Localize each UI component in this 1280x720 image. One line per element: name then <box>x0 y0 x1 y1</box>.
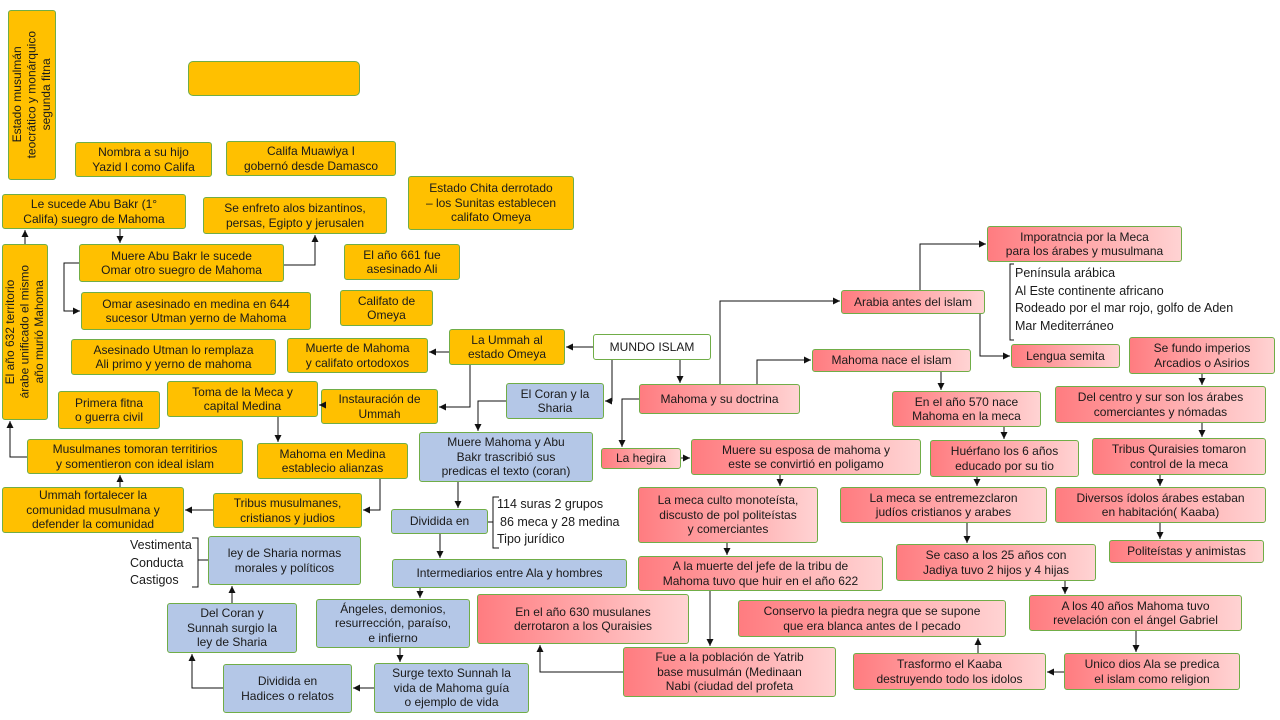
ley-sharia-node: ley de Sharia normas morales y políticos <box>208 536 361 585</box>
tribus-node: Tribus musulmanes, cristianos y judios <box>213 493 362 528</box>
arrow-yatrib-to-630 <box>536 645 623 673</box>
arrow-medina-to-tribus <box>363 479 381 514</box>
del-coran-node: Del Coran y Sunnah surgio la ley de Shar… <box>167 603 297 653</box>
bracket-geografia <box>1009 263 1014 341</box>
ano-570-node: En el año 570 nace Mahoma en la meca <box>892 391 1041 427</box>
geografia-list: Península arábica Al Este continente afr… <box>1015 265 1233 335</box>
arrow-center-to-coran <box>605 360 613 405</box>
lengua-node: Lengua semita <box>1011 344 1120 368</box>
hegira-node: La hegira <box>601 448 681 469</box>
ano-632-node: El año 632 territorio árabe unificado el… <box>2 244 48 420</box>
estado-chita-node: Estado Chita derrotado – los Sunitas est… <box>408 176 574 230</box>
sharia-list-item: Vestimenta <box>130 538 192 552</box>
sharia-list: Vestimenta Conducta Castigos <box>130 537 192 590</box>
unico-dios-node: Unico dios Ala se predica el islam como … <box>1064 653 1240 690</box>
mahoma-nace-node: Mahoma nace el islam <box>812 349 971 372</box>
jadiya-node: Se caso a los 25 años con Jadiya tuvo 2 … <box>896 544 1096 581</box>
abu-bakr-node: Le sucede Abu Bakr (1° Califa) suegro de… <box>2 194 186 229</box>
estado-musulman-node: Estado musulmán teocrático y monárquico … <box>8 10 56 180</box>
suras-list: 114 suras 2 grupos 86 meca y 28 medina T… <box>497 496 620 549</box>
muere-trascribio-node: Muere Mahoma y Abu Bakr trascribió sus p… <box>419 432 593 482</box>
muere-abu-bakr-node: Muere Abu Bakr le sucede Omar otro suegr… <box>79 244 284 282</box>
estado-musulman-text: Estado musulmán teocrático y monárquico … <box>10 31 54 159</box>
califa-muawiya-node: Califa Muawiya I gobernó desde Damasco <box>226 141 396 176</box>
arrow-doctrina-to-mahoma-nace <box>756 356 811 384</box>
arrow-arabia-to-lengua <box>979 314 1010 360</box>
kaaba-node: Trasformo el Kaaba destruyendo todo los … <box>853 653 1046 690</box>
omar-asesinado-node: Omar asesinado en medina en 644 sucesor … <box>81 292 311 330</box>
ummah-omeya-node: La Ummah al estado Omeya <box>449 329 565 365</box>
mahoma-medina-node: Mahoma en Medina establecio alianzas <box>257 443 408 479</box>
geografia-list-item: Rodeado por el mar rojo, golfo de Aden <box>1015 301 1234 315</box>
center-node: MUNDO ISLAM <box>593 334 711 360</box>
entremezclaron-node: La meca se entremezclaron judíos cristia… <box>840 487 1047 523</box>
arrow-doctrina-to-hegira <box>618 398 639 447</box>
sharia-list-item: Castigos <box>130 573 179 587</box>
arrow-muere-to-omar <box>63 262 80 315</box>
instauracion-node: Instauración de Ummah <box>321 389 438 424</box>
arrow-arabia-to-importancia <box>919 240 986 290</box>
arabia-node: Arabia antes del islam <box>841 290 985 314</box>
huir-622-node: A la muerte del jefe de la tribu de Maho… <box>638 556 883 591</box>
esposa-node: Muere su esposa de mahoma y este se conv… <box>691 439 921 475</box>
sharia-list-item: Conducta <box>130 555 184 570</box>
suras-list-item: Tipo jurídico <box>497 532 565 546</box>
yatrib-node: Fue a la población de Yatrib base musulm… <box>623 647 836 697</box>
intermediarios-node: Intermediarios entre Ala y hombres <box>392 559 627 588</box>
meca-culto-node: La meca culto monoteísta, discusto de po… <box>638 487 818 543</box>
idolos-node: Diversos ídolos árabes estaban en habita… <box>1055 487 1266 523</box>
arrow-tomoran-to-632 <box>6 421 27 458</box>
importancia-node: Imporatncia por la Meca para los árabes … <box>987 226 1182 262</box>
coran-sharia-node: El Coran y la Sharia <box>506 383 604 419</box>
arrow-muere-to-bizantinos <box>284 235 319 266</box>
arrow-coran-to-muere-trascribio <box>474 400 506 431</box>
centro-sur-node: Del centro y sur son los árabes comercia… <box>1055 386 1266 423</box>
ummah-fortalecer-node: Ummah fortalecer la comunidad musulmana … <box>2 487 184 533</box>
utman-node: Asesinado Utman lo remplaza Ali primo y … <box>71 339 276 375</box>
muerte-mahoma-node: Muerte de Mahoma y califato ortodoxos <box>287 338 428 373</box>
gabriel-node: A los 40 años Mahoma tuvo revelación con… <box>1029 595 1242 631</box>
suras-list-item: 114 suras 2 grupos <box>497 497 604 511</box>
empty-node <box>188 61 360 96</box>
nombra-yazid-node: Nombra a su hijo Yazid I como Califa <box>75 142 212 177</box>
toma-meca-node: Toma de la Meca y capital Medina <box>167 381 318 417</box>
dividida-node: Dividida en <box>391 509 488 534</box>
geografia-list-item: Mar Mediterráneo <box>1015 318 1114 333</box>
primera-fitna-node: Primera fitna o guerra civil <box>58 391 160 429</box>
ano-630-node: En el año 630 musulanes derrotaron a los… <box>477 594 689 644</box>
doctrina-node: Mahoma y su doctrina <box>639 384 800 414</box>
suras-list-item: 86 meca y 28 medina <box>500 514 620 529</box>
geografia-list-item: Península arábica <box>1015 266 1116 280</box>
arrow-ummah-to-instauracion <box>439 365 471 411</box>
piedra-negra-node: Conservo la piedra negra que se supone q… <box>738 600 1006 637</box>
geografia-list-item: Al Este continente africano <box>1015 283 1164 298</box>
bizantinos-node: Se enfreto alos bizantinos, persas, Egip… <box>203 197 387 234</box>
politeistas-node: Politeístas y animistas <box>1109 540 1264 563</box>
sunnah-node: Surge texto Sunnah la vida de Mahoma guí… <box>374 663 529 713</box>
quraisies-node: Tribus Quraisies tomaron control de la m… <box>1092 438 1266 475</box>
imperios-node: Se fundo imperios Arcadios o Asirios <box>1129 337 1275 374</box>
huerfano-node: Huérfano los 6 años educado por su tio <box>930 440 1079 477</box>
arrow-hadices-to-del-coran <box>188 654 223 689</box>
ano-632-text: El año 632 territorio árabe unificado el… <box>3 265 47 399</box>
angeles-node: Ángeles, demonios, resurrección, paraíso… <box>316 599 470 648</box>
bracket-sharia-list <box>192 537 199 588</box>
ali-661-node: El año 661 fue asesinado Ali <box>344 244 460 280</box>
hadices-node: Dividida en Hadices o relatos <box>223 664 352 713</box>
musulmanes-tomoran-node: Musulmanes tomoran territirios y somenti… <box>27 439 243 474</box>
califato-omeya-node: Califato de Omeya <box>340 290 433 326</box>
